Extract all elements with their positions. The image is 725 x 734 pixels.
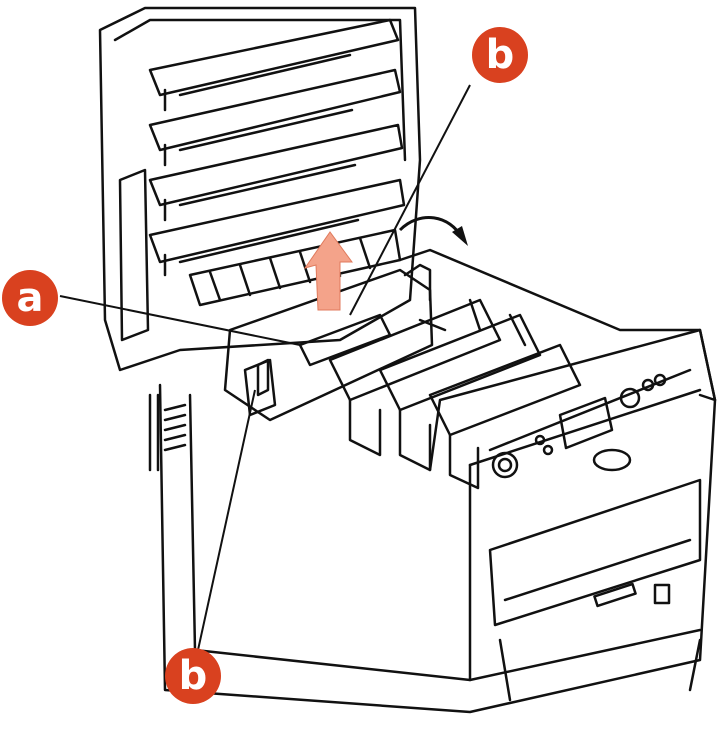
callout-b-bottom-label: b — [178, 653, 208, 699]
callout-b-top-label: b — [485, 32, 515, 78]
rotate-arrow — [398, 216, 464, 239]
callout-a-label: a — [16, 275, 44, 321]
printer-body — [148, 248, 717, 714]
open-top-cover — [98, 6, 422, 372]
image-drums — [328, 298, 582, 490]
image-drum-lifted — [223, 263, 434, 422]
callout-a: a — [2, 270, 58, 326]
leader-line-b-bottom — [197, 389, 256, 651]
lift-arrow — [303, 231, 353, 311]
callout-b-top: b — [472, 27, 528, 83]
callout-b-bottom: b — [165, 648, 221, 704]
leader-line-a — [59, 295, 301, 346]
leader-line-b-top — [349, 84, 471, 316]
